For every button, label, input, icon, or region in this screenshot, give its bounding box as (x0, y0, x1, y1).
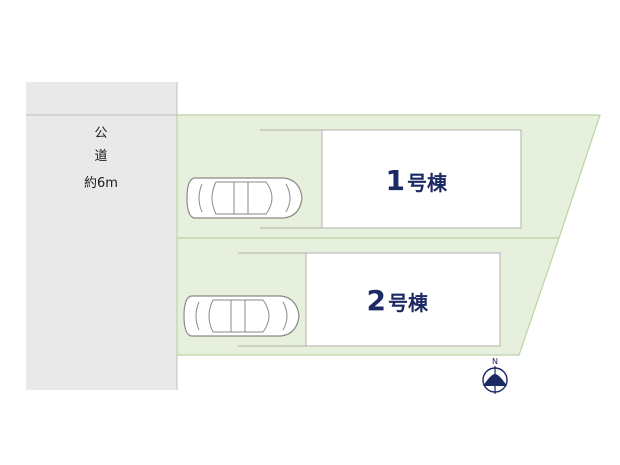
house-1-footprint (321, 129, 522, 229)
compass-north-label: N (492, 357, 498, 366)
house-2-footprint (305, 252, 501, 347)
road-label-line-2: 道 (94, 149, 107, 164)
house-2-suffix: 号棟 (388, 291, 429, 315)
public-road (26, 82, 177, 390)
car-1-icon (186, 177, 303, 219)
road-label-width: 約6m (84, 176, 118, 191)
car-2-icon (183, 295, 300, 337)
house-1-suffix: 号棟 (407, 171, 448, 195)
house-2-number: 2 (367, 284, 386, 317)
compass-icon (482, 366, 508, 394)
house-1-number: 1 (386, 164, 405, 197)
road-label-line-1: 公 (94, 126, 107, 141)
